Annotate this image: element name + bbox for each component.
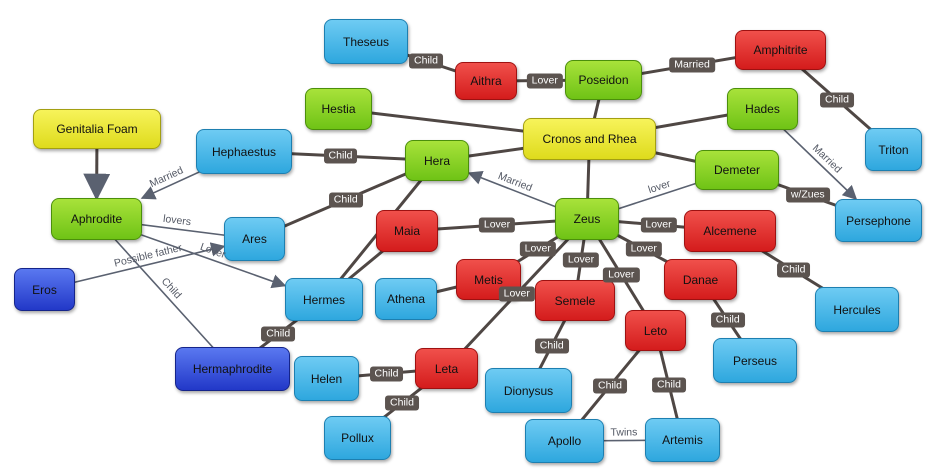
node-danae[interactable]: Danae (664, 259, 737, 300)
node-label: Cronos and Rhea (542, 132, 637, 146)
node-label: Demeter (713, 163, 760, 177)
node-label: Hera (423, 153, 450, 168)
node-label: Aithra (470, 74, 502, 88)
node-label: Apollo (547, 434, 582, 448)
node-label: Leto (643, 323, 668, 338)
edge-label: Child (261, 326, 296, 342)
node-genitalia[interactable]: Genitalia Foam (33, 109, 161, 149)
edge-label: Child (593, 378, 627, 394)
node-label: Perseus (732, 353, 778, 368)
edge-label: Lover (562, 252, 600, 268)
edge-label: Child (534, 338, 569, 353)
node-leto[interactable]: Leto (625, 310, 686, 351)
edge-label: Lover (519, 241, 556, 257)
node-label: Helen (310, 371, 343, 386)
node-theseus[interactable]: Theseus (324, 19, 408, 64)
node-helen[interactable]: Helen (294, 356, 359, 401)
node-hermaphrodite[interactable]: Hermaphrodite (175, 347, 290, 391)
node-label: Alcemene (703, 224, 757, 238)
node-hestia[interactable]: Hestia (305, 88, 372, 130)
node-label: Eros (32, 282, 57, 297)
edge-label: Child (385, 395, 419, 411)
node-label: Danae (682, 272, 719, 287)
node-label: Aphrodite (70, 212, 123, 226)
node-label: Hermes (302, 292, 345, 307)
node-label: Triton (878, 142, 909, 157)
node-label: Genitalia Foam (56, 122, 138, 136)
node-label: Pollux (341, 431, 374, 445)
node-demeter[interactable]: Demeter (695, 150, 779, 190)
node-athena[interactable]: Athena (375, 278, 437, 320)
node-label: Hades (745, 102, 780, 116)
node-pollux[interactable]: Pollux (324, 416, 391, 460)
node-poseidon[interactable]: Poseidon (565, 60, 642, 100)
edge-label: Married (669, 57, 715, 73)
node-cronos[interactable]: Cronos and Rhea (523, 118, 656, 160)
node-aithra[interactable]: Aithra (455, 62, 517, 100)
node-persephone[interactable]: Persephone (835, 199, 922, 242)
node-semele[interactable]: Semele (535, 280, 615, 321)
node-zeus[interactable]: Zeus (555, 198, 619, 240)
node-label: Ares (242, 232, 267, 246)
node-label: Leta (434, 361, 459, 376)
node-label: Maia (393, 224, 420, 238)
edge-label: Lover (478, 217, 516, 233)
edge-label: Child (710, 312, 745, 328)
node-aphrodite[interactable]: Aphrodite (51, 198, 142, 240)
node-triton[interactable]: Triton (865, 128, 922, 171)
node-alcemene[interactable]: Alcemene (684, 210, 776, 252)
node-hercules[interactable]: Hercules (815, 287, 899, 332)
node-label: Amphitrite (753, 43, 808, 57)
node-apollo[interactable]: Apollo (525, 419, 604, 463)
edge-label: Child (820, 92, 854, 108)
node-artemis[interactable]: Artemis (645, 418, 720, 462)
edge-label: Child (369, 366, 404, 381)
edge-label: Child (328, 192, 363, 208)
edge-label: Child (323, 148, 358, 164)
edge-aphrodite-hermaphrodite (95, 218, 234, 370)
edge-label: Child (409, 53, 443, 69)
node-label: Hermaphrodite (192, 362, 273, 376)
edge-label: Twins (609, 425, 637, 439)
edge-label: Child (776, 262, 811, 278)
edge-label: Lover (603, 267, 640, 283)
node-hermes[interactable]: Hermes (285, 278, 363, 321)
node-label: Metis (474, 272, 503, 287)
node-label: Persephone (846, 213, 911, 228)
edge-label: Child (652, 377, 686, 393)
node-maia[interactable]: Maia (376, 210, 438, 252)
node-leta[interactable]: Leta (415, 348, 478, 389)
edge-label: Lover (498, 286, 535, 302)
node-label: Hephaestus (211, 144, 277, 159)
edge-label: Lover (526, 73, 563, 88)
node-label: Hercules (833, 302, 881, 317)
node-label: Poseidon (578, 73, 629, 87)
node-hades[interactable]: Hades (727, 88, 798, 130)
node-label: Zeus (573, 212, 601, 226)
node-label: Hestia (321, 102, 356, 116)
node-hephaestus[interactable]: Hephaestus (196, 129, 292, 174)
node-eros[interactable]: Eros (14, 268, 75, 311)
edge-label: Lover (640, 217, 677, 233)
node-dionysus[interactable]: Dionysus (485, 368, 572, 413)
edge-label: Lover (625, 241, 662, 257)
node-label: Semele (554, 293, 596, 308)
node-label: Theseus (342, 34, 390, 49)
node-label: Artemis (662, 433, 703, 447)
edge-label: w/Zues (785, 187, 830, 203)
node-label: Dionysus (503, 383, 554, 398)
node-amphitrite[interactable]: Amphitrite (735, 30, 826, 70)
node-hera[interactable]: Hera (405, 140, 469, 181)
node-perseus[interactable]: Perseus (713, 338, 797, 383)
node-label: Athena (386, 292, 426, 306)
node-ares[interactable]: Ares (224, 217, 285, 261)
